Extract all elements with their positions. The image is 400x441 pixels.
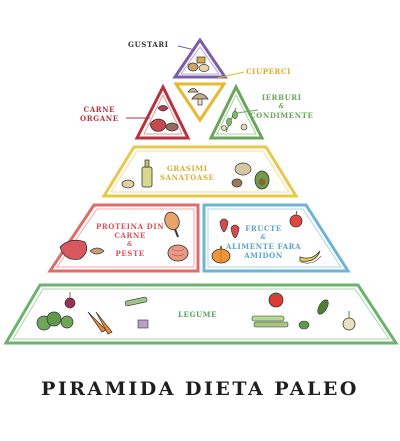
label-fructe-amp: & bbox=[260, 234, 267, 241]
label-proteina-amp: & bbox=[127, 241, 134, 248]
tier-ciuperci-shape bbox=[173, 82, 227, 123]
beet-icon bbox=[64, 292, 76, 309]
tomato-icon bbox=[268, 292, 329, 315]
label-ierburi: IERBURI & CONDIMENTE bbox=[250, 93, 313, 120]
celery-icon bbox=[251, 315, 310, 330]
label-legume: LEGUME bbox=[178, 310, 218, 319]
label-grasimi-line1: GRASIMI bbox=[166, 164, 208, 173]
strawberry-icon bbox=[219, 218, 240, 239]
nuts-icon bbox=[187, 56, 210, 72]
page-title: PIRAMIDA DIETA PALEO bbox=[41, 378, 359, 400]
label-carne-organe: CARNE ORGANE bbox=[80, 105, 119, 123]
oil-bottle-icon bbox=[121, 159, 153, 189]
label-ierburi-amp: & bbox=[278, 103, 285, 110]
label-ierburi-line1: IERBURI bbox=[261, 93, 302, 102]
label-fructe-line3: AMIDON bbox=[244, 251, 283, 260]
onion-icon bbox=[342, 311, 356, 331]
tier-gustari-shape bbox=[172, 37, 228, 79]
apple-icon bbox=[289, 210, 303, 228]
label-fructe: FRUCTE & ALIMENTE FARA AMIDON bbox=[226, 224, 301, 260]
tier-grasimi-shape bbox=[101, 145, 299, 198]
herb-icon bbox=[221, 107, 248, 133]
pumpkin-icon bbox=[211, 246, 231, 264]
tier-ierburi-shape bbox=[208, 83, 265, 140]
label-carne-organe-line2: ORGANE bbox=[80, 114, 119, 123]
label-grasimi: GRASIMI SANATOASE bbox=[160, 164, 214, 182]
label-carne-organe-line1: CARNE bbox=[83, 105, 116, 114]
drumstick-icon bbox=[164, 211, 180, 238]
tier-carne-organe-shape bbox=[134, 83, 191, 140]
fish-icon bbox=[59, 239, 189, 262]
label-gustari: GUSTARI bbox=[128, 40, 169, 49]
label-ierburi-line2: CONDIMENTE bbox=[250, 111, 314, 120]
label-fructe-line1: FRUCTE bbox=[245, 224, 282, 233]
tier-fructe-shape bbox=[202, 203, 351, 273]
tier-legume-shape bbox=[3, 283, 399, 345]
label-proteina-line3: PESTE bbox=[115, 249, 145, 258]
label-proteina-line1: PROTEINA DIN bbox=[96, 222, 165, 231]
label-fructe-line2: ALIMENTE FARA bbox=[226, 242, 302, 251]
label-proteina-line2: CARNE bbox=[114, 231, 146, 240]
mushroom-icon bbox=[187, 88, 209, 106]
broccoli-icon bbox=[36, 311, 74, 331]
steak-icon bbox=[149, 105, 179, 132]
label-proteina: PROTEINA DIN CARNE & PESTE bbox=[96, 222, 164, 258]
banana-icon bbox=[299, 250, 322, 264]
label-grasimi-line2: SANATOASE bbox=[160, 173, 215, 182]
label-ciuperci: CIUPERCI bbox=[246, 67, 292, 76]
carrot-icon bbox=[87, 296, 149, 335]
avocado-icon bbox=[231, 162, 270, 190]
